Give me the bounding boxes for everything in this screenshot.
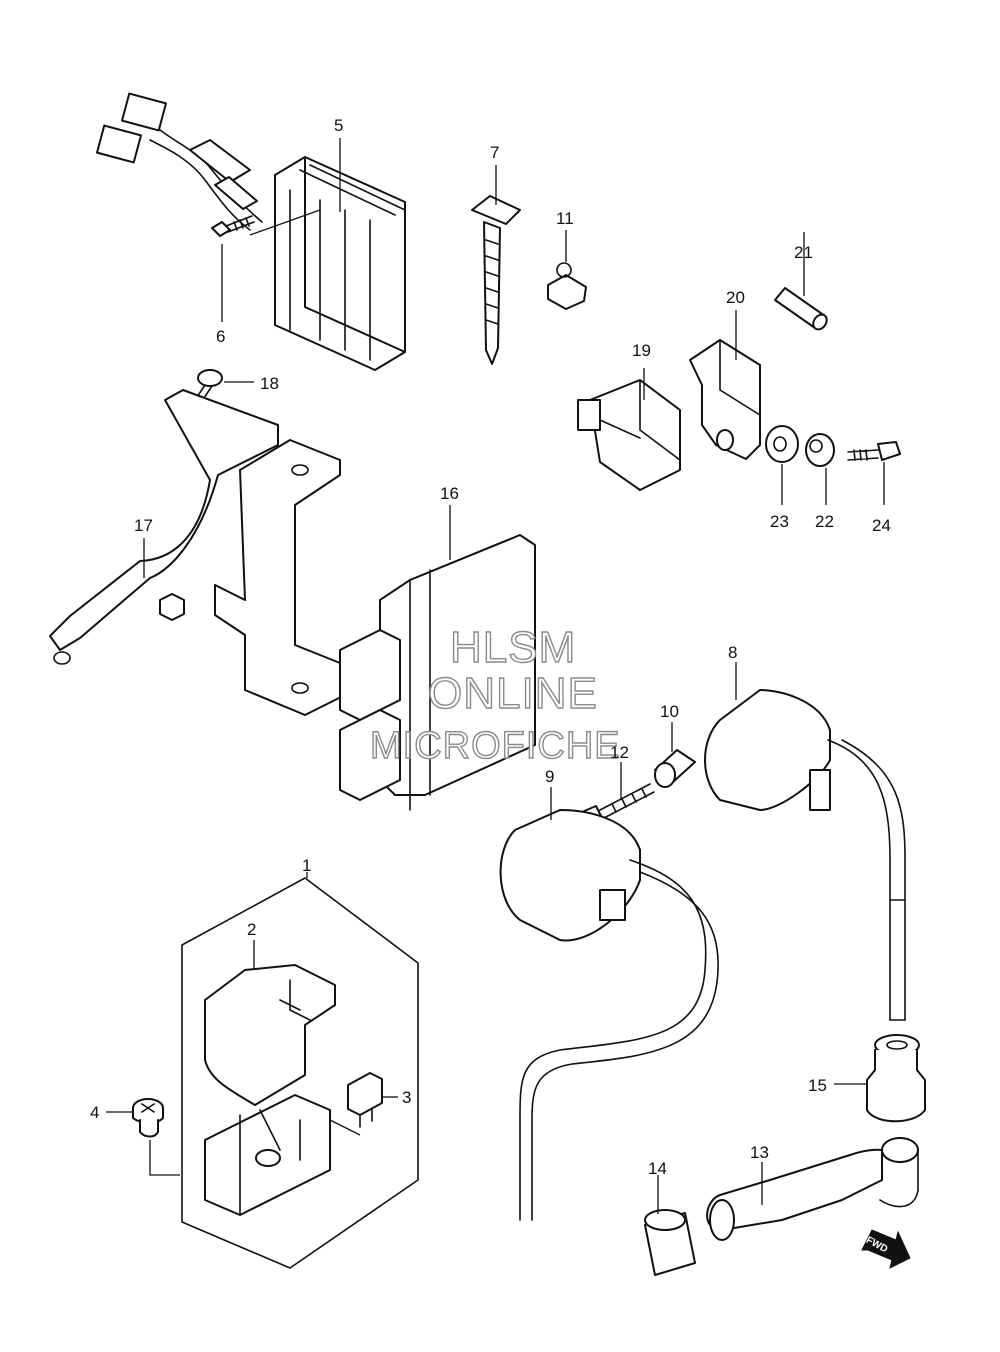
part-bracket-17[interactable] xyxy=(49,389,346,716)
part-grommet[interactable] xyxy=(866,1034,926,1123)
callout-14: 14 xyxy=(648,1159,667,1178)
fwd-arrow-icon: FWD xyxy=(861,1229,911,1269)
callout-24: 24 xyxy=(872,516,891,535)
callout-19: 19 xyxy=(632,341,651,360)
part-spacer-10[interactable] xyxy=(654,749,696,788)
watermark-line3: MICROFICHE xyxy=(370,725,621,767)
callout-1: 1 xyxy=(302,856,311,875)
part-relay-base[interactable] xyxy=(204,1094,331,1216)
callout-17: 17 xyxy=(134,516,153,535)
callout-18: 18 xyxy=(260,374,279,393)
part-ignition-coil-9[interactable] xyxy=(499,809,719,1221)
part-ignition-coil-8[interactable] xyxy=(704,689,906,1021)
callout-11: 11 xyxy=(556,209,574,228)
part-cable-tie[interactable] xyxy=(471,195,521,365)
part-fuse[interactable] xyxy=(347,1072,383,1128)
callout-13: 13 xyxy=(750,1143,769,1162)
part-bolt-4[interactable] xyxy=(132,1098,164,1138)
watermark-line2: ONLINE xyxy=(428,669,598,718)
callout-20: 20 xyxy=(726,288,745,307)
part-washer-23[interactable] xyxy=(765,425,799,463)
part-bolt-24[interactable] xyxy=(847,441,901,461)
part-regulator-rectifier[interactable] xyxy=(96,92,406,371)
callout-12: 12 xyxy=(610,743,629,762)
callout-23: 23 xyxy=(770,512,789,531)
part-nut-22[interactable] xyxy=(805,433,835,467)
part-sleeve[interactable] xyxy=(644,1209,696,1276)
callout-7: 7 xyxy=(490,143,499,162)
part-relay-cover[interactable] xyxy=(204,964,336,1106)
part-connector-19[interactable] xyxy=(577,379,681,491)
callout-16: 16 xyxy=(440,484,459,503)
part-plug-cap[interactable] xyxy=(706,1137,919,1241)
callout-10: 10 xyxy=(660,702,679,721)
part-spacer-tube[interactable] xyxy=(774,287,830,332)
part-bolt-6[interactable] xyxy=(211,215,255,237)
part-bracket-20[interactable] xyxy=(689,339,761,460)
callout-8: 8 xyxy=(728,643,737,662)
callout-15: 15 xyxy=(808,1076,827,1095)
callout-6: 6 xyxy=(216,327,225,346)
part-relay-assembly-box xyxy=(181,877,419,1269)
callout-2: 2 xyxy=(247,920,256,939)
callout-22: 22 xyxy=(815,512,834,531)
callout-3: 3 xyxy=(402,1088,411,1107)
callout-21: 21 xyxy=(794,243,813,262)
part-clip[interactable] xyxy=(547,262,587,310)
watermark: HLSM ONLINE MICROFICHE xyxy=(369,622,621,767)
part-ecm[interactable] xyxy=(339,534,536,811)
watermark-line1: HLSM xyxy=(450,623,576,672)
callout-4: 4 xyxy=(90,1103,99,1122)
callout-9: 9 xyxy=(545,767,554,786)
callout-5: 5 xyxy=(334,116,343,135)
